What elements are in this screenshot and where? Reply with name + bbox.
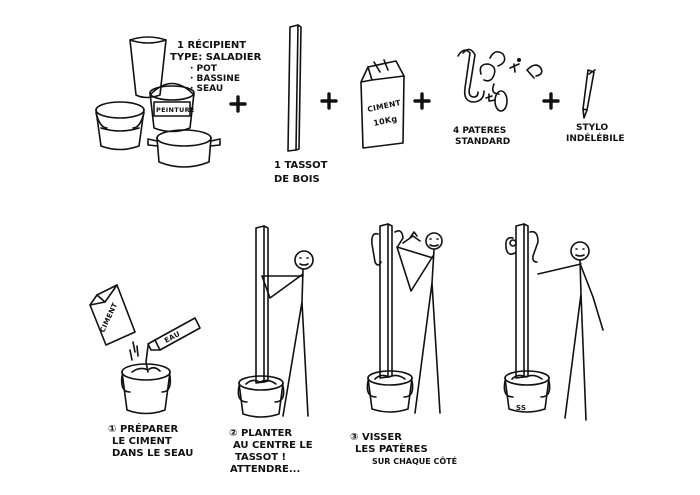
wooden-stick-illustration <box>288 25 301 151</box>
paint-label: PEINTURE <box>156 106 195 114</box>
step1-line1: ① PRÉPARER <box>108 424 179 435</box>
step3-line1: ③ VISSER <box>350 432 402 443</box>
plus-signs <box>231 94 558 111</box>
cooking-pot-illustration <box>148 130 220 167</box>
paint-bucket-illustration <box>150 84 194 132</box>
step1-bag-text: CIMENT <box>99 302 120 334</box>
step1-line2: LE CIMENT <box>112 436 172 447</box>
cement-bag-illustration <box>361 60 404 148</box>
step1-illustration <box>90 285 200 414</box>
stick-label-line1: 1 TASSOT <box>274 160 328 171</box>
hooks-label-line1: 4 PATERES <box>453 126 507 136</box>
step4-bucket-text: SS <box>516 404 526 412</box>
pen-label-line1: STYLO <box>576 123 609 133</box>
cement-bag-word: CIMENT <box>367 98 403 114</box>
step3-line2: LES PATÈRES <box>355 444 428 455</box>
container-type-line: TYPE: SALADIER <box>170 52 262 63</box>
pot-illustration <box>130 37 166 98</box>
step4-illustration <box>504 224 603 420</box>
container-option-pot: · POT <box>190 64 217 74</box>
step1-line3: DANS LE SEAU <box>112 448 194 459</box>
container-option-seau: · SEAU <box>190 84 224 94</box>
step2-line4: ATTENDRE... <box>230 464 301 475</box>
coat-hooks-illustration <box>458 49 542 111</box>
container-title: 1 RÉCIPIENT <box>177 40 247 51</box>
step2-line1: ② PLANTER <box>229 428 293 439</box>
pen-label-line2: INDÉLÉBILE <box>566 134 625 144</box>
container-option-bassine: · BASSINE <box>190 74 240 84</box>
hooks-label-line2: STANDARD <box>455 137 511 147</box>
pen-illustration <box>583 70 595 118</box>
stick-label-line2: DE BOIS <box>274 174 320 185</box>
step3-line3: SUR CHAQUE CÔTÉ <box>372 457 458 466</box>
step2-line3: TASSOT ! <box>235 452 287 463</box>
cement-bag-weight: 10Kg <box>373 114 399 128</box>
step3-illustration <box>367 224 442 413</box>
step2-illustration <box>238 226 313 417</box>
bucket-illustration <box>96 102 144 150</box>
step2-line2: AU CENTRE LE <box>233 440 313 451</box>
